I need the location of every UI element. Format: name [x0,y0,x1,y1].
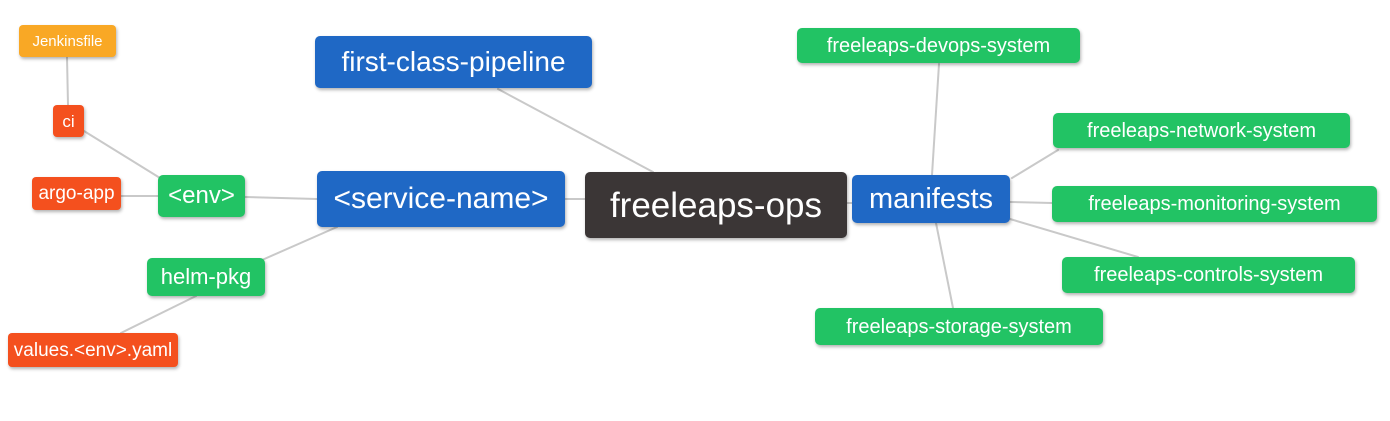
node-jenkinsfile[interactable]: Jenkinsfile [19,25,116,57]
node-freeleaps-ops-root[interactable]: freeleaps-ops [585,172,847,238]
node-devops-system[interactable]: freeleaps-devops-system [797,28,1080,63]
edge-manifests-devops [931,63,940,176]
edge-jenkinsfile-ci [66,56,69,106]
node-storage-system[interactable]: freeleaps-storage-system [815,308,1103,345]
edge-manifests-controls [1009,218,1139,258]
node-service-name[interactable]: <service-name> [317,171,565,227]
edge-values-helm-pkg [120,295,197,334]
edge-manifests-storage [935,222,954,309]
node-monitoring-system[interactable]: freeleaps-monitoring-system [1052,186,1377,222]
node-network-system[interactable]: freeleaps-network-system [1053,113,1350,148]
node-first-class-pipeline[interactable]: first-class-pipeline [315,36,592,88]
node-argo-app[interactable]: argo-app [32,177,121,210]
edge-manifests-network [1011,149,1059,179]
edge-manifests-monitoring [1009,201,1053,204]
node-ci[interactable]: ci [53,105,84,137]
edge-ci-env [83,130,161,179]
node-manifests[interactable]: manifests [852,175,1010,223]
edge-helm-pkg-service-name [261,226,338,261]
edge-pipeline-root [497,88,654,173]
edge-env-service-name [244,196,318,200]
node-env[interactable]: <env> [158,175,245,217]
node-values-env-yaml[interactable]: values.<env>.yaml [8,333,178,367]
node-helm-pkg[interactable]: helm-pkg [147,258,265,296]
node-controls-system[interactable]: freeleaps-controls-system [1062,257,1355,293]
